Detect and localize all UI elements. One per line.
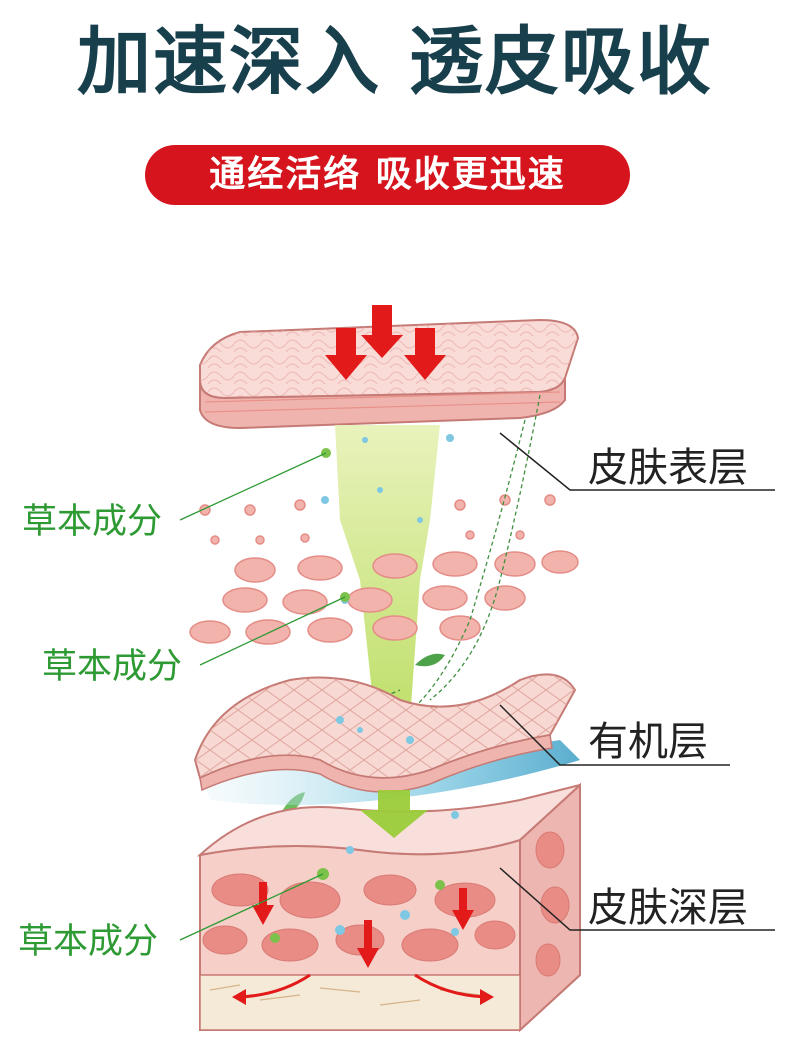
dermis-block <box>196 782 581 1033</box>
spread-arrows <box>239 973 486 999</box>
subtitle-banner: 通经活络 吸收更迅速 <box>145 145 630 205</box>
herb-label-1: 草本成分 <box>22 502 163 542</box>
penetration-arrows-top <box>325 305 446 380</box>
label-organic-layer: 有机层 <box>588 719 708 765</box>
herb-label-2: 草本成分 <box>42 647 183 687</box>
leaf-icon <box>415 653 445 667</box>
layer-leader-lines <box>499 432 775 931</box>
down-arrow-green <box>360 790 428 838</box>
label-epidermis: 皮肤表层 <box>588 445 748 491</box>
arrow-head-left <box>232 989 246 1005</box>
page-title: 加速深入 透皮吸收 <box>77 19 713 105</box>
penetration-arrows-dermis <box>252 882 474 968</box>
organic-layer-sheet <box>193 673 577 793</box>
herb-leader-lines <box>179 452 346 941</box>
label-dermis: 皮肤深层 <box>588 885 748 931</box>
herb-label-3: 草本成分 <box>18 922 159 962</box>
epidermis-slab <box>199 318 580 430</box>
cell-cluster <box>189 494 579 645</box>
arrow-head-right <box>480 989 494 1005</box>
